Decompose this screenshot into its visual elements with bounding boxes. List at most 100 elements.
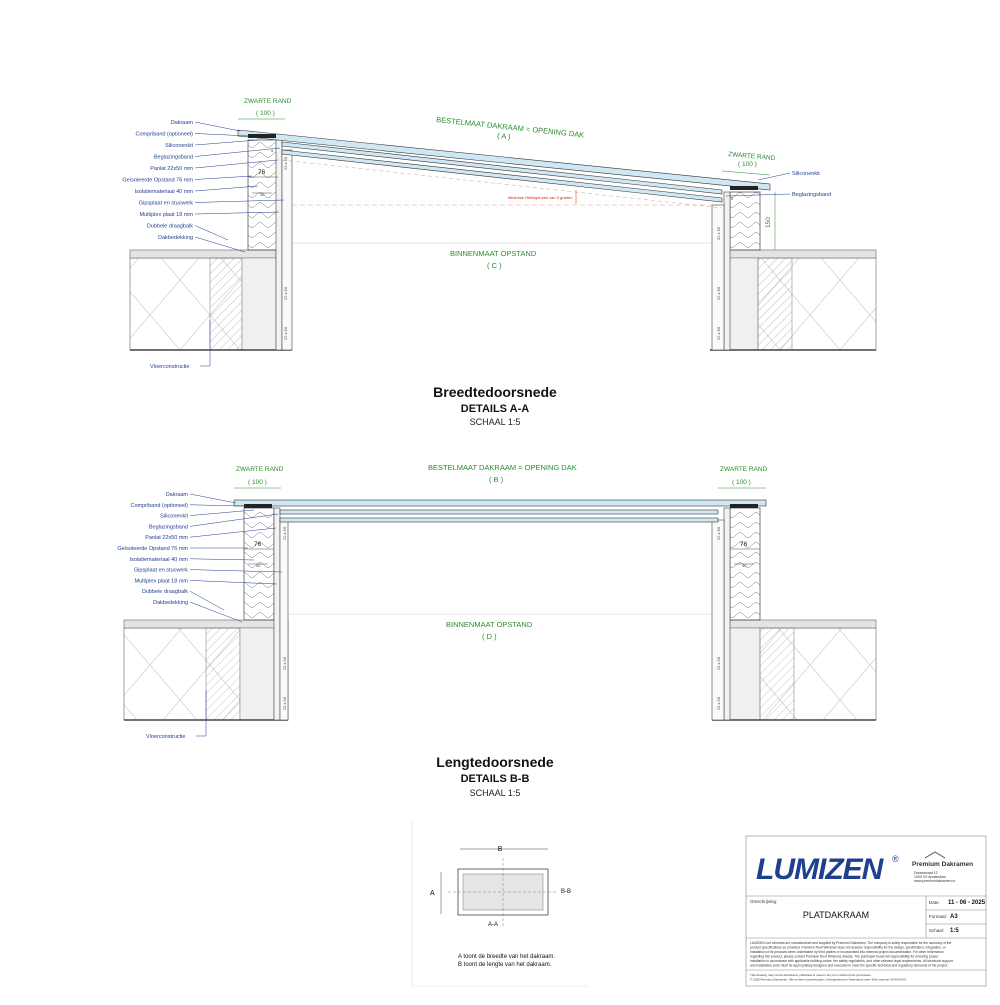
section-a-title: Breedtedoorsnede <box>433 384 557 400</box>
svg-text:5: 5 <box>271 148 274 153</box>
section-b-subtitle: DETAILS B-B <box>461 773 530 785</box>
svg-text:( 100 ): ( 100 ) <box>732 479 751 486</box>
leader-line <box>189 569 283 573</box>
leader-line <box>194 199 285 203</box>
product-name: PLATDAKRAAM <box>803 910 869 920</box>
drawing-scale: 1:5 <box>950 928 959 934</box>
svg-text:22 x 50: 22 x 50 <box>716 656 721 670</box>
section-b-title: Lengtedoorsnede <box>436 754 554 770</box>
leader-line <box>189 558 255 561</box>
title-block: LUMIZEN ® Premium Dakramen Dwarsstraat 1… <box>745 835 987 987</box>
right-roof-covering <box>723 249 877 259</box>
floor-label-b: Vloerconstructie <box>146 734 185 740</box>
leader-line <box>194 236 246 253</box>
sloped-glazing <box>237 129 771 209</box>
right-label-siliconenkit: Siliconenkit <box>792 171 820 177</box>
svg-text:A-A: A-A <box>488 922 498 928</box>
svg-text:www.premiumdakramen.nl: www.premiumdakramen.nl <box>914 879 955 883</box>
leader-line <box>189 590 225 611</box>
leader-line <box>189 601 243 623</box>
component-label: Dubbele draagbalk <box>147 224 193 230</box>
svg-text:Date:: Date: <box>929 900 940 905</box>
component-label: Compriband (optioneel) <box>136 132 194 138</box>
leader-line <box>194 159 279 169</box>
component-label: Multiplex plaat 18 mm <box>140 212 194 218</box>
svg-text:regarding this product, please: regarding this product, please contact P… <box>750 955 939 959</box>
leader-line <box>189 504 247 507</box>
svg-text:22 x 50: 22 x 50 <box>716 696 721 710</box>
section-a-drawing: 22 x 50 22 x 50 22 x 50 22 x 50 22 x 50 … <box>129 98 877 351</box>
svg-text:( 100 ): ( 100 ) <box>738 161 757 168</box>
right-beam-b <box>757 257 793 351</box>
left-roof-covering <box>129 249 277 259</box>
component-label: Siliconenkit <box>160 514 188 520</box>
drawing-date: 11 - 06 - 2025 <box>948 900 986 906</box>
leader-line <box>194 121 241 132</box>
svg-text:22 x 50: 22 x 50 <box>282 696 287 710</box>
svg-text:22 x 50: 22 x 50 <box>283 156 288 170</box>
component-label: Isolatiemateriaal 40 mm <box>135 189 194 195</box>
leader-line <box>194 175 253 180</box>
order-size-b: BESTELMAAT DAKRAAM = OPENING DAK <box>428 463 577 472</box>
svg-text:© 2025 Premium Dakramen. Alle: © 2025 Premium Dakramen. Alle rechten vo… <box>750 978 907 982</box>
component-label: Gipsplaat en stucwerk <box>139 201 193 207</box>
svg-text:ZWARTE RAND: ZWARTE RAND <box>728 151 776 162</box>
svg-text:76: 76 <box>254 541 262 548</box>
svg-text:Dwarsstraat 12: Dwarsstraat 12 <box>914 871 938 875</box>
leader-line <box>189 513 279 527</box>
leader-line <box>194 185 259 192</box>
component-label: Beglazingsband <box>154 155 193 161</box>
component-label: Siliconenkit <box>165 143 193 149</box>
inner-size-a: BINNENMAAT OPSTAND <box>450 249 537 258</box>
svg-text:22 x 50: 22 x 50 <box>282 526 287 540</box>
right-multiplex <box>723 191 731 351</box>
svg-text:and installation work must be: and installation work must be appropriat… <box>750 964 948 968</box>
svg-text:Minimale Hellingshoek van 5 gr: Minimale Hellingshoek van 5 graden <box>508 195 572 200</box>
house-icon <box>924 851 946 859</box>
component-label: Geïsoleerde Opstand 76 mm <box>117 546 188 552</box>
component-label: Dakbedekking <box>153 600 188 606</box>
svg-text:ZWARTE RAND: ZWARTE RAND <box>236 466 284 473</box>
leader-line <box>189 493 237 504</box>
svg-text:installation of its products w: installation of its products when undert… <box>750 950 944 954</box>
component-label: Compriband (optioneel) <box>131 503 189 509</box>
brand-logo: LUMIZEN <box>756 853 885 886</box>
svg-text:22 x 50: 22 x 50 <box>282 656 287 670</box>
svg-text:ZWARTE RAND: ZWARTE RAND <box>720 466 768 473</box>
leader-line <box>189 509 255 516</box>
svg-text:( A ): ( A ) <box>497 131 512 141</box>
black-edge-left-a: ZWARTE RAND <box>244 98 292 105</box>
key-note-1: A toont de breedte van het dakraam. <box>458 954 555 960</box>
company-name: Premium Dakramen <box>912 861 973 868</box>
leader-line <box>194 225 229 241</box>
svg-text:®: ® <box>892 854 899 864</box>
leader-line <box>194 133 251 137</box>
svg-text:22 x 50: 22 x 50 <box>283 326 288 340</box>
svg-text:40: 40 <box>256 563 261 568</box>
component-label: Dakraam <box>171 120 194 126</box>
left-upstand <box>247 139 279 251</box>
left-multiplex <box>275 139 283 351</box>
svg-text:5: 5 <box>731 196 734 201</box>
svg-text:( D ): ( D ) <box>482 632 497 641</box>
left-beam-b <box>241 257 277 351</box>
leader-line <box>194 139 259 146</box>
svg-text:22 x 50: 22 x 50 <box>716 326 721 340</box>
component-label: Beglazingsband <box>149 524 188 530</box>
svg-text:( 100 ): ( 100 ) <box>256 110 275 117</box>
left-gypsum <box>281 149 293 351</box>
component-label: Dubbele draagbalk <box>142 589 188 595</box>
svg-text:This drawing may not be distri: This drawing may not be distributed, pub… <box>750 973 872 977</box>
key-plan: B A B-B A-A A toont de breedte van het d… <box>411 822 588 987</box>
inner-size-b: BINNENMAAT OPSTAND <box>446 620 533 629</box>
svg-text:40: 40 <box>742 563 747 568</box>
section-a-subtitle: DETAILS A-A <box>461 403 529 415</box>
svg-text:22 x 50: 22 x 50 <box>716 226 721 240</box>
leader-line <box>189 580 278 585</box>
svg-text:22 x 50: 22 x 50 <box>716 526 721 540</box>
drawing-format: A3 <box>950 914 958 920</box>
leader-line <box>189 527 277 538</box>
